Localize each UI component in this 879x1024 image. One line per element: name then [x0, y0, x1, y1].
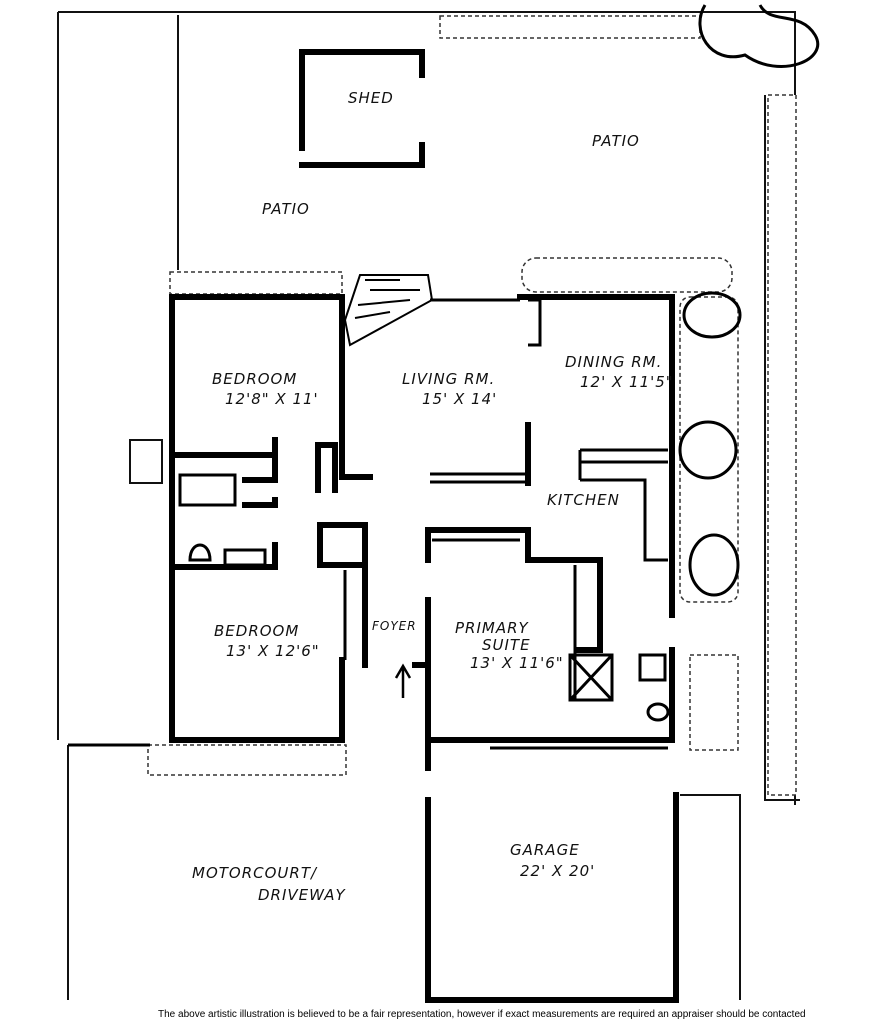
living-room-size: 15' X 14' [422, 390, 497, 408]
house-walls [68, 294, 679, 1003]
motorcourt-label: MOTORCOURT/ [192, 864, 318, 882]
dining-room-label: DINING RM. [565, 353, 662, 371]
entry-arrow-icon [394, 663, 412, 698]
primary-suite-size: 13' X 11'6" [470, 654, 564, 672]
shed-label: SHED [348, 89, 394, 107]
shed [299, 49, 425, 168]
dining-room-size: 12' X 11'5" [580, 373, 674, 391]
bedroom1-size: 12'8" X 11' [225, 390, 319, 408]
primary-suite-label: PRIMARY [455, 619, 530, 637]
disclaimer-text: The above artistic illustration is belie… [158, 1009, 806, 1020]
patio-left-label: PATIO [262, 200, 310, 218]
bedroom1-label: BEDROOM [212, 370, 297, 388]
foyer-label: FOYER [372, 619, 417, 633]
garage-label: GARAGE [510, 841, 580, 859]
bedroom2-size: 13' X 12'6" [226, 642, 320, 660]
patio-right-label: PATIO [592, 132, 640, 150]
tree-icon [698, 4, 819, 68]
bedroom2-label: BEDROOM [214, 622, 299, 640]
fireplace [343, 274, 434, 347]
primary-suite-label-2: SUITE [482, 636, 531, 654]
garage-size: 22' X 20' [520, 862, 595, 880]
landscaping [147, 4, 819, 796]
driveway-label: DRIVEWAY [258, 886, 346, 904]
kitchen-label: KITCHEN [547, 491, 620, 509]
living-room-label: LIVING RM. [402, 370, 495, 388]
